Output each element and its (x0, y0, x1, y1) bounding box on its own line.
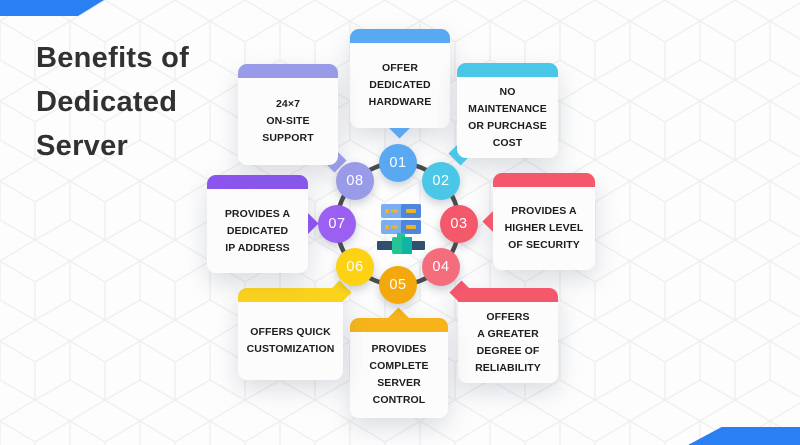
card-header-04 (458, 288, 558, 302)
number-label-05: 05 (389, 277, 407, 293)
number-circle-07: 07 (318, 205, 356, 243)
card-body-03: PROVIDES A HIGHER LEVEL OF SECURITY (493, 187, 595, 270)
number-circle-04: 04 (422, 248, 460, 286)
number-label-03: 03 (450, 216, 468, 232)
benefit-label-03: PROVIDES A HIGHER LEVEL OF SECURITY (504, 205, 584, 251)
card-body-06: OFFERS QUICK CUSTOMIZATION (238, 302, 343, 380)
benefit-label-05: PROVIDES COMPLETE SERVER CONTROL (369, 343, 429, 406)
benefit-label-06: OFFERS QUICK CUSTOMIZATION (246, 326, 335, 355)
number-label-04: 04 (432, 259, 450, 275)
card-header-03 (493, 173, 595, 187)
benefit-card-04: OFFERS A GREATER DEGREE OF RELIABILITY (449, 280, 558, 383)
benefit-label-02: NO MAINTENANCE OR PURCHASE COST (468, 85, 547, 149)
benefit-card-02: NO MAINTENANCE OR PURCHASE COST (448, 63, 558, 166)
benefit-card-06: OFFERS QUICK CUSTOMIZATION (238, 280, 352, 380)
server-rack-icon (377, 204, 425, 254)
page-title: Benefits of Dedicated Server (36, 36, 266, 168)
card-body-08: 24×7 ON-SITE SUPPORT (238, 78, 338, 165)
corner-accent-bottom-right (688, 427, 800, 445)
card-body-04: OFFERS A GREATER DEGREE OF RELIABILITY (458, 302, 558, 383)
number-label-07: 07 (328, 216, 346, 232)
number-circle-08: 08 (336, 162, 374, 200)
number-label-08: 08 (346, 173, 364, 189)
number-circle-03: 03 (440, 205, 478, 243)
card-header-07 (207, 175, 308, 189)
card-body-07: PROVIDES A DEDICATED IP ADDRESS (207, 189, 308, 273)
number-label-01: 01 (389, 155, 407, 171)
card-header-05 (350, 318, 448, 332)
card-body-01: OFFER DEDICATED HARDWARE (350, 43, 450, 128)
benefit-card-08: 24×7 ON-SITE SUPPORT (238, 64, 347, 173)
benefit-label-01: OFFER DEDICATED HARDWARE (368, 62, 432, 108)
benefit-card-03: PROVIDES A HIGHER LEVEL OF SECURITY (482, 173, 595, 270)
number-circle-06: 06 (336, 248, 374, 286)
corner-accent-top-left (0, 0, 104, 16)
card-header-08 (238, 64, 338, 78)
benefit-card-01: OFFER DEDICATED HARDWARE (350, 29, 450, 139)
page-title-line-3: Server (36, 130, 129, 162)
number-circle-01: 01 (379, 144, 417, 182)
card-body-02: NO MAINTENANCE OR PURCHASE COST (457, 77, 558, 158)
card-header-01 (350, 29, 450, 43)
number-label-02: 02 (432, 173, 450, 189)
number-circle-05: 05 (379, 266, 417, 304)
number-label-06: 06 (346, 259, 364, 275)
benefit-card-05: PROVIDES COMPLETE SERVER CONTROL (350, 307, 448, 418)
benefit-label-04: OFFERS A GREATER DEGREE OF RELIABILITY (475, 310, 541, 374)
page-title-line-1: Benefits of (36, 42, 190, 74)
card-header-06 (238, 288, 343, 302)
benefit-label-07: PROVIDES A DEDICATED IP ADDRESS (224, 207, 291, 254)
benefit-card-07: PROVIDES A DEDICATED IP ADDRESS (207, 175, 319, 273)
card-header-02 (457, 63, 558, 77)
number-circle-02: 02 (422, 162, 460, 200)
card-body-05: PROVIDES COMPLETE SERVER CONTROL (350, 332, 448, 418)
benefit-label-08: 24×7 ON-SITE SUPPORT (262, 98, 314, 144)
page-title-line-2: Dedicated (36, 86, 178, 118)
